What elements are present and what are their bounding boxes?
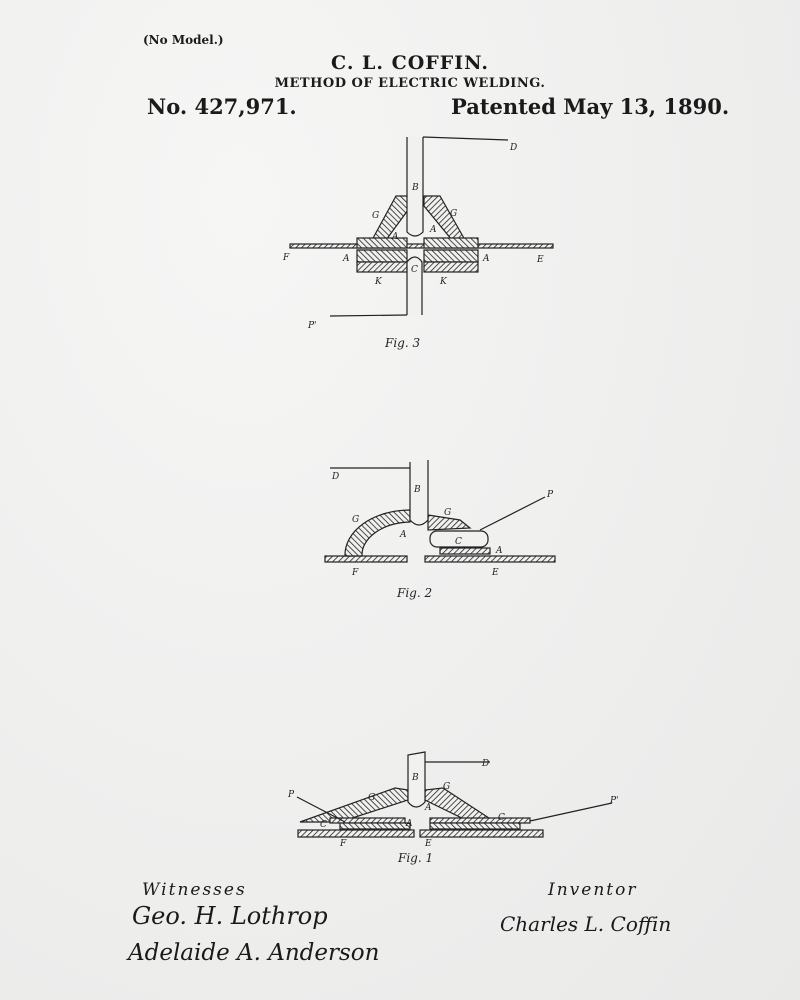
- fig1-label-d: D: [481, 759, 489, 769]
- fig3-label-a1: A: [391, 232, 399, 242]
- figure-2: [324, 460, 556, 563]
- fig2-label-d: D: [331, 472, 339, 482]
- fig3-label-a2: A: [429, 225, 437, 235]
- patent-title: METHOD OF ELECTRIC WELDING.: [274, 76, 546, 91]
- fig2-label-p: P: [546, 490, 554, 500]
- fig3-label-p: P': [307, 321, 317, 331]
- fig1-label-p: P: [287, 790, 295, 800]
- figure-3: [289, 136, 554, 317]
- inventor-name: C. L. COFFIN.: [331, 52, 489, 74]
- fig2-label-e: E: [491, 568, 499, 578]
- witnesses-label: Witnesses: [142, 880, 247, 900]
- fig3-label-d: D: [509, 143, 517, 153]
- fig1-label-c2: C: [498, 813, 505, 823]
- fig2-label-a1: A: [399, 530, 407, 540]
- fig3-label-k1: K: [374, 277, 383, 287]
- fig2-label-f: F: [351, 568, 359, 578]
- patent-number: No. 427,971.: [147, 94, 297, 119]
- fig3-label-b: B: [411, 183, 419, 193]
- figure-1: [296, 751, 613, 838]
- fig3-label-g: G: [372, 211, 379, 221]
- fig1-label-e: E: [424, 839, 432, 849]
- fig1-caption: Fig. 1: [397, 851, 433, 865]
- fig3-label-a3: A: [342, 254, 350, 264]
- witness-signature-2: Adelaide A. Anderson: [128, 940, 380, 966]
- inventor-signature: Charles L. Coffin: [500, 912, 672, 936]
- fig3-label-f: F: [282, 253, 290, 263]
- fig3-label-k2: K: [439, 277, 448, 287]
- fig1-label-p2: P': [609, 796, 619, 806]
- fig3-label-g2: G: [450, 209, 457, 219]
- fig2-label-c: C: [455, 537, 462, 547]
- fig1-label-g1: G: [368, 793, 375, 803]
- fig2-label-g1: G: [352, 515, 359, 525]
- fig3-label-a4: A: [482, 254, 490, 264]
- fig3-label-e: E: [536, 255, 544, 265]
- fig1-label-f: F: [339, 839, 347, 849]
- no-model-note: (No Model.): [143, 33, 224, 47]
- fig1-label-a1: A: [424, 803, 432, 813]
- fig2-label-g2: G: [444, 508, 451, 518]
- fig2-label-b: B: [413, 485, 421, 495]
- fig3-label-c: C: [411, 265, 418, 275]
- fig1-label-b: B: [411, 773, 419, 783]
- fig2-label-a2: A: [495, 546, 503, 556]
- fig1-label-c1: C: [320, 820, 327, 830]
- fig1-label-g2: G: [443, 782, 450, 792]
- fig1-label-a2: A: [405, 819, 413, 829]
- inventor-label: Inventor: [548, 880, 638, 900]
- patent-date: Patented May 13, 1890.: [451, 94, 730, 119]
- fig3-caption: Fig. 3: [384, 336, 420, 350]
- fig2-caption: Fig. 2: [396, 586, 432, 600]
- witness-signature-1: Geo. H. Lothrop: [132, 902, 328, 930]
